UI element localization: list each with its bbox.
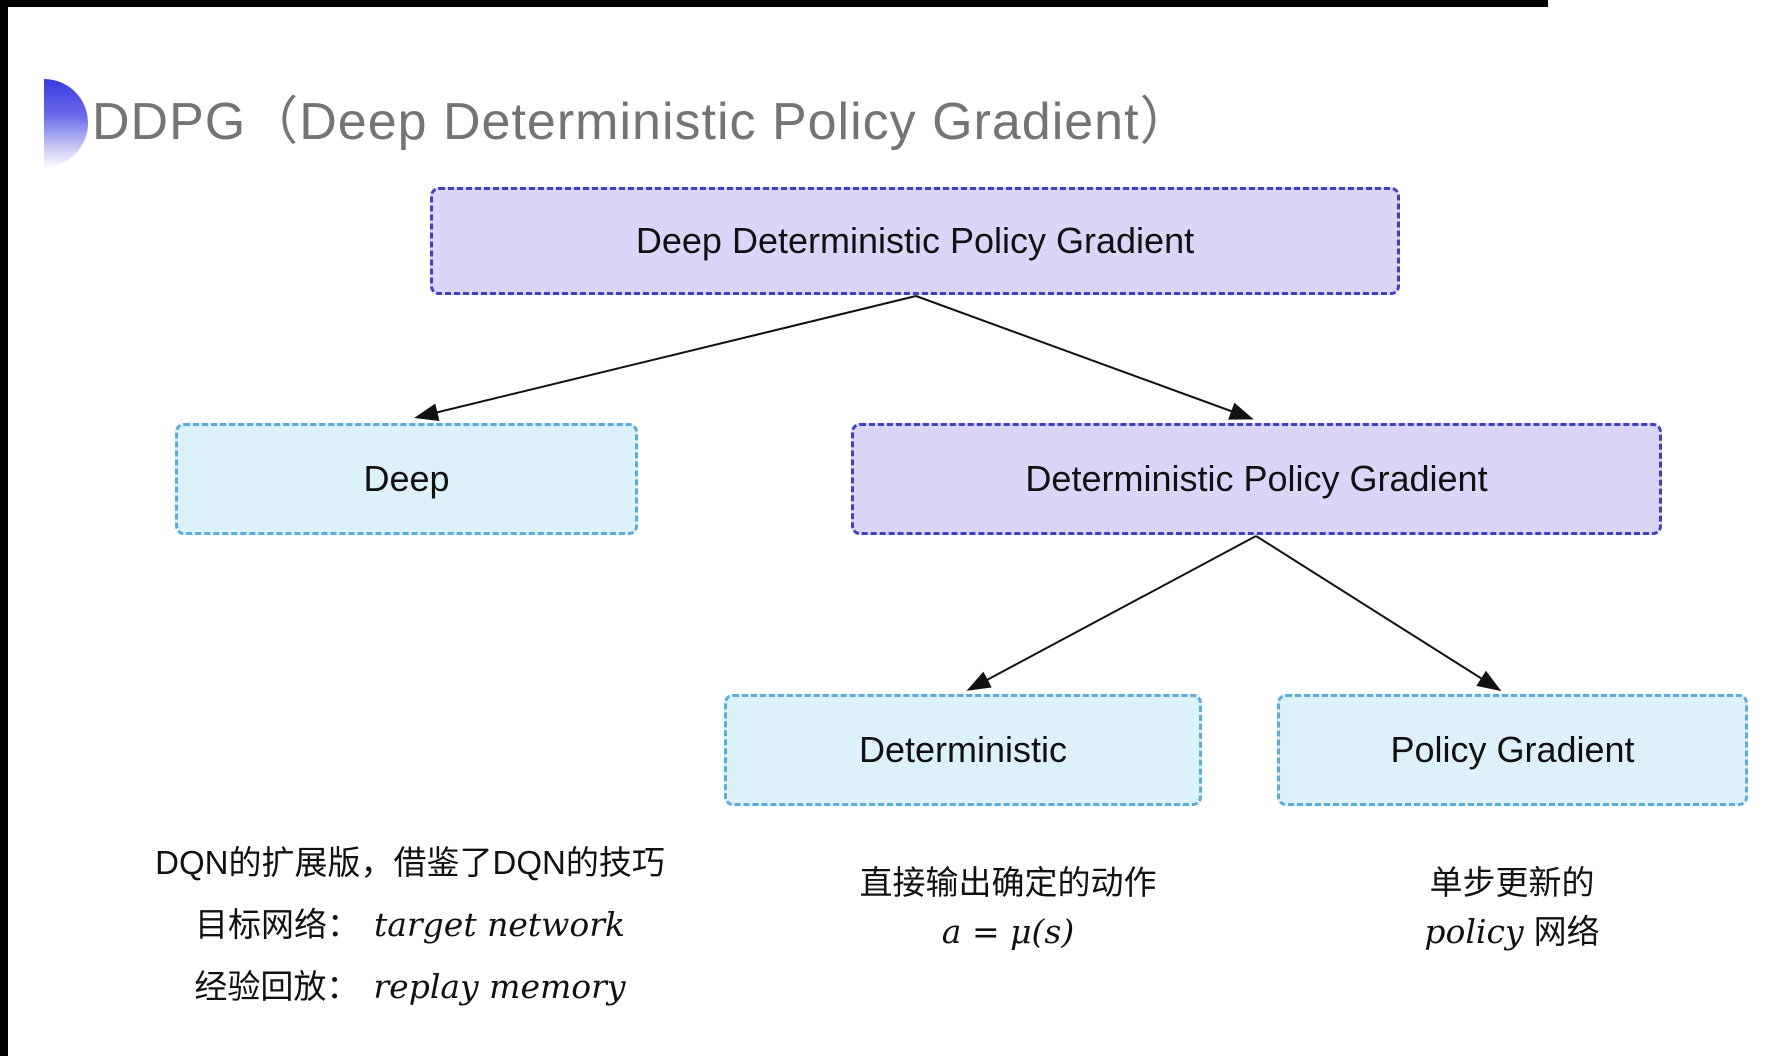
note-text: DQN的扩展版，借鉴了DQN的技巧	[155, 844, 665, 881]
note-deterministic: 直接输出确定的动作 a = μ(s)	[793, 858, 1223, 956]
frame-edge-left	[0, 0, 8, 1056]
note-label: 目标网络：	[194, 906, 360, 943]
node-label: Deterministic Policy Gradient	[1025, 458, 1488, 499]
note-line: 直接输出确定的动作	[793, 858, 1223, 907]
frame-edge-top	[0, 0, 1548, 7]
node-deep-deterministic-policy-gradient: Deep Deterministic Policy Gradient	[430, 187, 1400, 295]
note-line: DQN的扩展版，借鉴了DQN的技巧	[140, 832, 680, 894]
note-line: 经验回放： replay memory	[140, 956, 680, 1018]
edge-root-dpg	[915, 295, 1254, 420]
note-term: target network	[373, 905, 626, 944]
node-label: Deep Deterministic Policy Gradient	[635, 220, 1195, 261]
note-text: 直接输出确定的动作	[859, 864, 1157, 901]
note-label: 经验回放：	[194, 968, 360, 1005]
node-label: Deep	[363, 458, 450, 499]
note-text: 网络	[1533, 913, 1600, 950]
note-line: 单步更新的	[1297, 858, 1727, 907]
note-line: 目标网络： target network	[140, 894, 680, 956]
node-label: Policy Gradient	[1390, 729, 1635, 770]
note-line: a = μ(s)	[793, 907, 1223, 956]
note-term: replay memory	[373, 967, 626, 1006]
node-deterministic: Deterministic	[724, 694, 1202, 806]
edge-root-deep	[414, 295, 917, 422]
formula: a = μ(s)	[941, 912, 1075, 951]
node-deep: Deep	[175, 423, 638, 535]
half-circle-icon	[44, 79, 88, 167]
edge-dpg-policy-gradient	[1255, 535, 1502, 692]
node-deterministic-policy-gradient: Deterministic Policy Gradient	[851, 423, 1662, 535]
note-deep: DQN的扩展版，借鉴了DQN的技巧 目标网络： target network 经验…	[140, 832, 680, 1018]
note-term: policy	[1424, 912, 1524, 951]
note-text: 单步更新的	[1429, 864, 1595, 901]
node-policy-gradient: Policy Gradient	[1277, 694, 1748, 806]
page-title: DDPG（Deep Deterministic Policy Gradient）	[92, 93, 1193, 151]
edge-dpg-deterministic	[966, 535, 1257, 691]
node-label: Deterministic	[858, 729, 1068, 770]
title-bullet-icon	[44, 79, 89, 167]
